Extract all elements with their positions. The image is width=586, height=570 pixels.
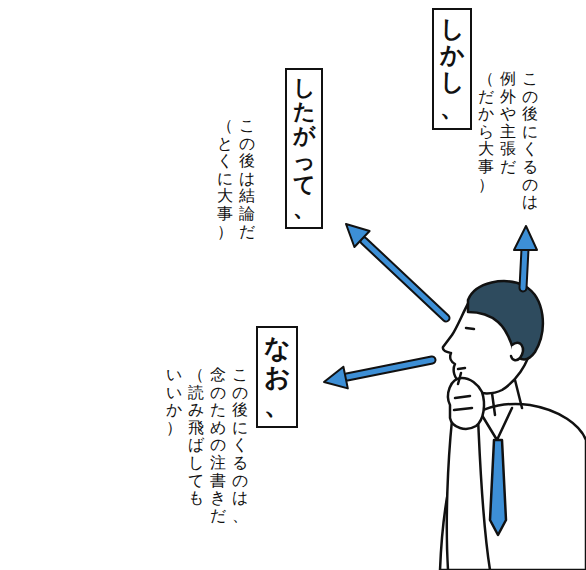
hand-finger <box>454 373 472 410</box>
banner-heading: なお、 <box>256 326 298 428</box>
text-column: この後は結論だ <box>239 117 255 240</box>
text-column: （読み飛ばしても <box>188 366 204 524</box>
text-column: この後にくるのは、 <box>232 366 248 524</box>
banner-heading: したがって、 <box>285 68 323 229</box>
note-text: この後にくるのは、念のための注書きだ （読み飛ばしてもいいか） <box>166 366 248 524</box>
thought-cloud: したがって、 この後は結論だ （とくに大事） <box>5 62 405 312</box>
man-hand <box>448 378 484 429</box>
text-column: いいか） <box>166 366 182 524</box>
thought-arrow <box>324 360 432 388</box>
man-ear <box>511 343 523 361</box>
text-holder: なお、 <box>256 326 298 428</box>
text-holder: しかし、 <box>432 8 472 130</box>
thought-arrow <box>346 224 446 318</box>
text-column: 念のための注書きだ <box>210 366 226 524</box>
note-text: この後は結論だ （とくに大事） <box>217 117 255 240</box>
text-holder: この後にくるのは例外や主張だ （だから大事） <box>478 70 538 211</box>
thought-arrow <box>514 226 537 288</box>
banner-heading: しかし、 <box>432 8 472 130</box>
man-eye <box>466 328 474 329</box>
cloud-outline <box>5 62 405 312</box>
man-arm <box>447 418 490 570</box>
man-hair <box>468 281 543 359</box>
note-text: この後にくるのは例外や主張だ （だから大事） <box>478 70 538 211</box>
text-column: （だから大事） <box>478 70 494 211</box>
cloud-outline <box>404 0 584 250</box>
text-holder: この後は結論だ （とくに大事） <box>217 117 255 240</box>
thought-cloud: しかし、この後にくるのは例外や主張だ （だから大事） <box>404 0 584 250</box>
text-holder: したがって、 <box>285 68 323 229</box>
text-holder: この後にくるのは、念のための注書きだ （読み飛ばしてもいいか） <box>166 366 248 524</box>
thought-cloud: なお、この後にくるのは、念のための注書きだ （読み飛ばしてもいいか） <box>78 318 343 558</box>
text-column: 例外や主張だ <box>500 70 516 211</box>
man-mouth <box>458 368 465 369</box>
text-column: この後にくるのは <box>522 70 538 211</box>
necktie <box>490 440 506 535</box>
shirt-collar <box>480 408 512 440</box>
text-column: （とくに大事） <box>217 117 233 240</box>
